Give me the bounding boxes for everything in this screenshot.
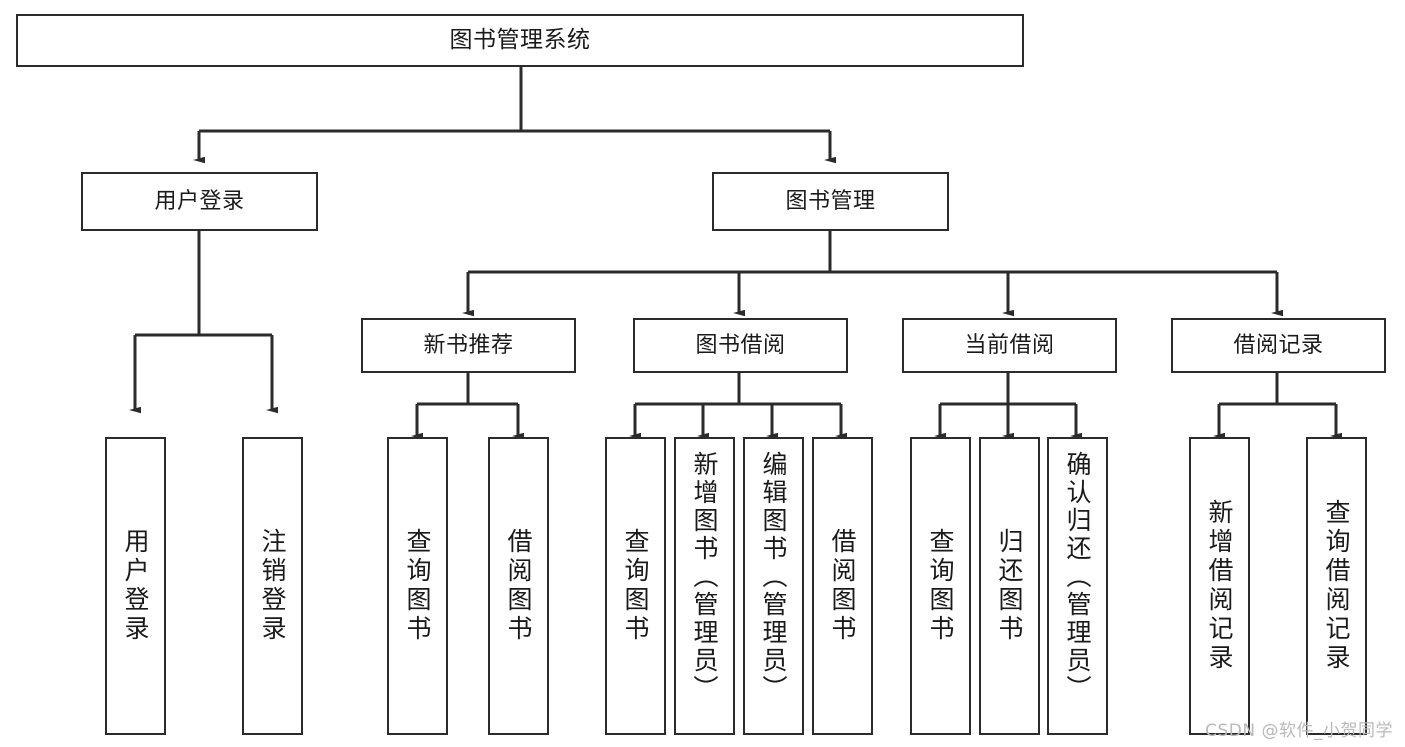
csdn-watermark: CSDN @软件_小贺同学 bbox=[1205, 721, 1393, 741]
leaf-borrow-add-book-admin[interactable]: 新增图书（管理员） bbox=[674, 437, 735, 735]
leaf-user-login-login[interactable]: 用户登录 bbox=[105, 437, 166, 735]
node-root-book-management-system[interactable]: 图书管理系统 bbox=[16, 14, 1024, 67]
node-label: 新增借阅记录 bbox=[1205, 499, 1234, 673]
node-new-book-recommendation[interactable]: 新书推荐 bbox=[361, 318, 576, 373]
node-label: 新增图书（管理员） bbox=[690, 451, 719, 703]
node-borrowing-record[interactable]: 借阅记录 bbox=[1171, 318, 1386, 373]
leaf-borrow-query-books[interactable]: 查询图书 bbox=[605, 437, 666, 735]
leaf-borrow-edit-book-admin[interactable]: 编辑图书（管理员） bbox=[743, 437, 804, 735]
node-label: 借阅图书 bbox=[828, 528, 857, 644]
leaf-borrow-borrow-books[interactable]: 借阅图书 bbox=[812, 437, 873, 735]
node-label: 当前借阅 bbox=[964, 332, 1055, 358]
node-book-management[interactable]: 图书管理 bbox=[712, 172, 949, 231]
leaf-new-book-query-books[interactable]: 查询图书 bbox=[387, 437, 448, 735]
node-label: 编辑图书（管理员） bbox=[759, 451, 788, 703]
node-label: 用户登录 bbox=[121, 528, 150, 644]
node-label: 借阅记录 bbox=[1233, 332, 1324, 358]
node-label: 查询图书 bbox=[926, 528, 955, 644]
node-label: 新书推荐 bbox=[423, 332, 514, 358]
leaf-record-add-borrow-record[interactable]: 新增借阅记录 bbox=[1189, 437, 1250, 735]
node-label: 查询借阅记录 bbox=[1322, 499, 1351, 673]
leaf-new-book-borrow-books[interactable]: 借阅图书 bbox=[488, 437, 549, 735]
leaf-current-query-books[interactable]: 查询图书 bbox=[910, 437, 971, 735]
leaf-current-return-books[interactable]: 归还图书 bbox=[979, 437, 1040, 735]
node-user-login[interactable]: 用户登录 bbox=[81, 172, 318, 231]
node-label: 确认归还（管理员） bbox=[1063, 451, 1092, 703]
node-current-borrowing[interactable]: 当前借阅 bbox=[902, 318, 1117, 373]
leaf-current-confirm-return-admin[interactable]: 确认归还（管理员） bbox=[1047, 437, 1108, 735]
leaf-user-login-logout[interactable]: 注销登录 bbox=[242, 437, 303, 735]
node-label: 注销登录 bbox=[258, 528, 287, 644]
node-book-borrowing[interactable]: 图书借阅 bbox=[633, 318, 848, 373]
node-label: 查询图书 bbox=[403, 528, 432, 644]
node-label: 图书管理 bbox=[785, 188, 876, 214]
node-label: 图书借阅 bbox=[695, 332, 786, 358]
node-label: 借阅图书 bbox=[504, 528, 533, 644]
node-label: 查询图书 bbox=[621, 528, 650, 644]
node-label: 归还图书 bbox=[995, 528, 1024, 644]
node-label: 图书管理系统 bbox=[449, 27, 591, 54]
node-label: 用户登录 bbox=[154, 188, 245, 214]
leaf-record-query-borrow-record[interactable]: 查询借阅记录 bbox=[1306, 437, 1367, 735]
